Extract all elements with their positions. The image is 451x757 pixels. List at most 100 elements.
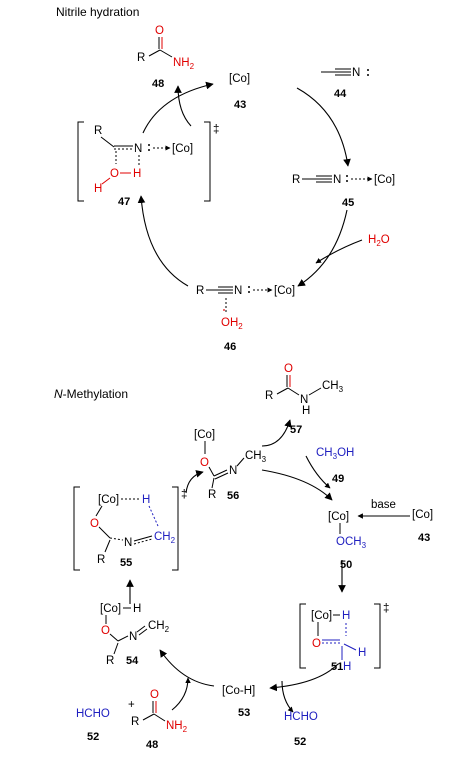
ts-mark: ‡ <box>213 124 219 136</box>
co-atom: [Co] <box>98 494 119 506</box>
atom-n: N <box>333 174 341 186</box>
compound-49: CH3OH 49 <box>316 447 354 485</box>
co-atom: [Co] <box>172 143 193 155</box>
atom-h: H <box>343 661 351 673</box>
methylene-group: CH2 <box>154 531 176 545</box>
methylation-cycle-arrows <box>126 419 410 713</box>
methanol-label: CH3OH <box>316 447 354 461</box>
atom-h: H <box>133 603 141 615</box>
label-52: 52 <box>294 736 306 748</box>
hcho-label: HCHO <box>76 708 110 720</box>
atom-nh2: NH2 <box>173 57 195 71</box>
atom-r: R <box>97 554 105 566</box>
ts-mark: ‡ <box>383 603 389 615</box>
atom-n: N <box>129 631 137 643</box>
atom-r: R <box>196 285 204 297</box>
atom-r: R <box>131 716 139 728</box>
atom-n: N <box>229 465 237 477</box>
label-48: 48 <box>146 739 158 751</box>
atom-o: O <box>200 457 209 469</box>
water-oh2: OH2 <box>221 317 243 331</box>
compound-51-ts: ‡ [Co] H O H 51 H <box>299 603 389 673</box>
co-atom: [Co] <box>194 429 215 441</box>
nitrile-cycle-arrows <box>137 81 363 287</box>
atom-o: O <box>110 168 119 180</box>
arrow-release-57 <box>261 419 292 447</box>
atom-o: O <box>312 638 321 650</box>
label-52: 52 <box>87 731 99 743</box>
arrow-into-53 <box>171 677 191 711</box>
label-50: 50 <box>340 559 352 571</box>
arrow-56-to-50 <box>261 469 333 501</box>
label-43: 43 <box>234 99 246 111</box>
arrow-44-to-45 <box>296 87 351 167</box>
atom-nh2: NH2 <box>166 720 188 734</box>
atom-r: R <box>106 655 114 667</box>
compound-43-top: [Co] 43 <box>229 73 250 111</box>
cobalt-hydride: [Co-H] <box>222 685 255 697</box>
label-48: 48 <box>152 78 164 90</box>
atom-r: R <box>94 125 102 137</box>
arrow-hcho-release <box>281 680 294 713</box>
compound-45: R N [Co] 45 <box>292 174 395 209</box>
compound-43-bottom: [Co] 43 <box>412 509 433 544</box>
label-57: 57 <box>290 424 302 436</box>
compound-48-top: O R NH2 48 <box>137 25 195 90</box>
atom-o: O <box>101 625 110 637</box>
atom-o: O <box>150 689 159 701</box>
methyl-group: CH3 <box>322 380 344 394</box>
compound-44: N 44 <box>321 67 369 100</box>
arrow-h2o-in <box>315 239 363 264</box>
nitrile-hydration-section: Nitrile hydration O R NH2 48 [Co] 43 <box>56 5 395 353</box>
methoxide-label: OCH3 <box>336 536 367 550</box>
atom-h: H <box>358 647 366 659</box>
label-49: 49 <box>332 473 344 485</box>
atom-h: H <box>142 494 150 506</box>
formaldehyde-input: HCHO 52 + <box>76 699 135 743</box>
arrow-methanol-in <box>305 455 331 489</box>
label-46: 46 <box>224 341 236 353</box>
atom-h: H <box>94 183 102 195</box>
label-56: 56 <box>227 490 239 502</box>
atom-n: N <box>234 285 242 297</box>
atom-n: N <box>124 537 132 549</box>
atom-o: O <box>284 363 293 375</box>
base-label: base <box>371 499 396 511</box>
atom-h: H <box>302 405 310 417</box>
co-atom: [Co] <box>274 285 295 297</box>
compound-57: O R N H CH3 57 <box>265 363 344 436</box>
formaldehyde-released: HCHO 52 <box>284 711 318 748</box>
compound-53: [Co-H] 53 <box>222 685 255 719</box>
compound-55-ts: ‡ [Co] H O N CH2 R 55 <box>73 486 187 571</box>
arrow-55-to-56 <box>185 470 204 494</box>
hcho-label: HCHO <box>284 711 318 723</box>
label-44: 44 <box>334 88 347 100</box>
co-catalyst: [Co] <box>412 509 433 521</box>
compound-56: [Co] O N CH3 R 56 <box>194 429 267 502</box>
arrow-47-to-43 <box>142 81 214 134</box>
ts-mark: ‡ <box>181 489 187 501</box>
label-47: 47 <box>118 196 130 208</box>
compound-54: [Co] H O N CH2 R 54 <box>100 603 170 667</box>
arrow-51-to-53 <box>269 663 339 692</box>
atom-o: O <box>155 25 164 37</box>
n-methylation-section: N-Methylation O R N H CH3 <box>54 363 433 751</box>
atom-r: R <box>208 489 216 501</box>
atom-r: R <box>137 52 145 64</box>
compound-46: R N [Co] OH2 46 <box>196 285 295 353</box>
methylene-group: CH2 <box>148 620 170 634</box>
compound-50: [Co] OCH3 50 <box>328 511 367 571</box>
atom-n: N <box>300 394 308 406</box>
plus-sign: + <box>128 699 135 711</box>
arrow-45-to-46 <box>297 209 348 287</box>
co-atom: [Co] <box>311 610 332 622</box>
co-atom: [Co] <box>100 603 121 615</box>
co-catalyst: [Co] <box>229 73 250 85</box>
arrow-46-to-47 <box>137 195 189 287</box>
label-55: 55 <box>120 557 132 569</box>
methylation-title: N-Methylation <box>54 387 128 401</box>
label-51: 51 <box>331 661 343 673</box>
atom-h: H <box>133 168 141 180</box>
